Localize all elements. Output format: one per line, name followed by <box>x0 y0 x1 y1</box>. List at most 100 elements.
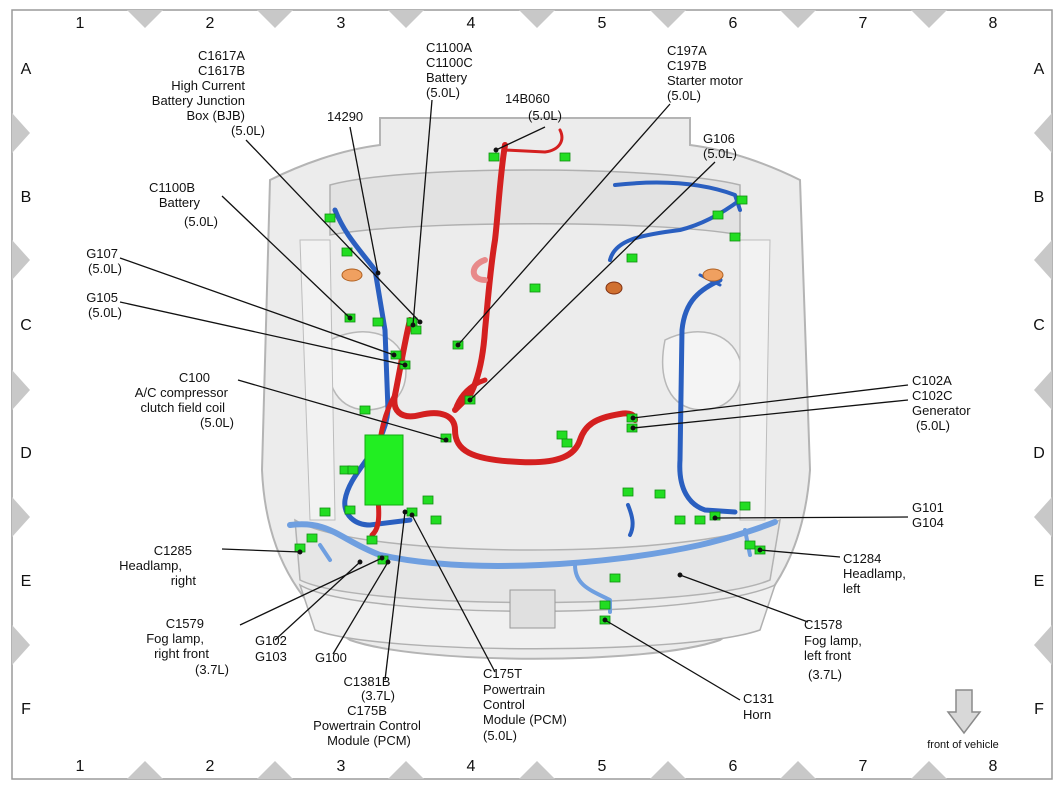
leader-c1100a <box>412 99 433 326</box>
leader-c1284 <box>759 549 841 558</box>
grid-col-2-bottom: 2 <box>206 758 215 775</box>
grid-row-f-right: F <box>1034 701 1044 718</box>
c102-line-2: C102C <box>912 388 952 403</box>
connector-40 <box>430 515 442 525</box>
c1578-line-1: C1578 <box>804 617 842 632</box>
c1578-line-2: Fog lamp, <box>804 633 862 648</box>
zone-marker-top-6 <box>780 10 816 28</box>
grid-col-2: 2 <box>206 15 215 32</box>
grid-column-labels-bottom: 1 2 3 4 5 6 7 8 <box>76 758 998 775</box>
grid-col-5-bottom: 5 <box>598 758 607 775</box>
callout-g100: G100 <box>315 650 347 665</box>
leader-c100 <box>237 379 447 441</box>
c1100a-line-3: Battery <box>426 70 468 85</box>
c1381b-line-4: Powertrain Control <box>313 718 421 733</box>
grid-row-b-right: B <box>1034 189 1045 206</box>
zone-marker-bottom-7 <box>911 761 947 779</box>
grid-row-labels-left: A B C D E F <box>20 61 32 718</box>
leader-c1579 <box>239 557 383 626</box>
zone-marker-bottom-5 <box>650 761 686 779</box>
g101-line-2: G104 <box>912 515 944 530</box>
leader-tip-c1100b <box>347 315 353 321</box>
leader-tip-g107 <box>391 352 397 358</box>
grid-col-8-bottom: 8 <box>989 758 998 775</box>
connector-2 <box>341 247 353 257</box>
p14290-line-1: 14290 <box>327 109 363 124</box>
zone-marker-right-5 <box>1034 625 1052 665</box>
grid-col-1: 1 <box>76 15 85 32</box>
grid-col-4-bottom: 4 <box>467 758 476 775</box>
grid-col-7: 7 <box>859 15 868 32</box>
g107-line-1: G107 <box>86 246 118 261</box>
connector-36 <box>366 535 378 545</box>
g105-line-1: G105 <box>86 290 118 305</box>
c1617-line-1: C1617A <box>198 48 245 63</box>
grid-row-d: D <box>20 445 32 462</box>
c175t-line-2: Powertrain <box>483 682 545 697</box>
c1617-line-5: Box (BJB) <box>186 108 245 123</box>
connector-19 <box>736 195 748 205</box>
connector-30 <box>744 540 756 550</box>
zone-markers <box>12 10 1052 779</box>
connector-34 <box>319 507 331 517</box>
c175t-line-4: Module (PCM) <box>483 712 567 727</box>
c1578-line-4: (3.7L) <box>808 667 842 682</box>
c1617-line-4: Battery Junction <box>152 93 245 108</box>
g102-line-2: G103 <box>255 649 287 664</box>
connector-16 <box>626 253 638 263</box>
c1284-line-3: left <box>843 581 861 596</box>
leader-tip-c1284 <box>757 547 763 553</box>
c1284-line-2: Headlamp, <box>843 566 906 581</box>
c1579-line-1: C1579 <box>166 616 204 631</box>
c175t-line-1: C175T <box>483 666 522 681</box>
c1100a-line-1: C1100A <box>426 40 472 55</box>
leader-c102a <box>632 384 909 419</box>
zone-marker-left-4 <box>12 497 30 537</box>
callout-14b060: 14B060(5.0L) <box>505 91 562 123</box>
leader-g101 <box>714 516 909 519</box>
zone-marker-top-1 <box>127 10 163 28</box>
connector-45 <box>347 465 359 475</box>
leader-tip-g102 <box>357 559 363 565</box>
leader-tip-g100 <box>385 559 391 565</box>
zone-marker-bottom-4 <box>519 761 555 779</box>
leader-c175t <box>411 514 496 673</box>
leader-c1617 <box>245 139 421 323</box>
leader-g105 <box>119 301 406 366</box>
grid-col-7-bottom: 7 <box>859 758 868 775</box>
zone-marker-right-1 <box>1034 113 1052 153</box>
c102-line-1: C102A <box>912 373 952 388</box>
leader-g100 <box>332 561 389 655</box>
leader-g107 <box>119 257 395 356</box>
c1381b-line-3: C175B <box>347 703 387 718</box>
c175t-line-3: Control <box>483 697 525 712</box>
c100-line-2: A/C compressor <box>135 385 229 400</box>
grid-col-6-bottom: 6 <box>729 758 738 775</box>
grid-col-8: 8 <box>989 15 998 32</box>
c197-line-1: C197A <box>667 43 707 58</box>
c1579-line-2: Fog lamp, <box>146 631 204 646</box>
leader-tip-c1100a <box>410 322 416 328</box>
leader-tip-c102a <box>630 415 636 421</box>
connector-17 <box>712 210 724 220</box>
battery-harness <box>369 128 638 538</box>
grid-row-e-right: E <box>1034 573 1045 590</box>
leader-c1100b <box>221 195 351 319</box>
connector-33 <box>306 533 318 543</box>
engine-compartment <box>260 117 812 660</box>
svg-text:14290: 14290 <box>327 109 363 124</box>
zone-marker-bottom-2 <box>257 761 293 779</box>
grid-row-a-right: A <box>1034 61 1045 78</box>
leader-tip-c175t <box>409 512 415 518</box>
leader-tip-c1381b <box>402 509 408 515</box>
